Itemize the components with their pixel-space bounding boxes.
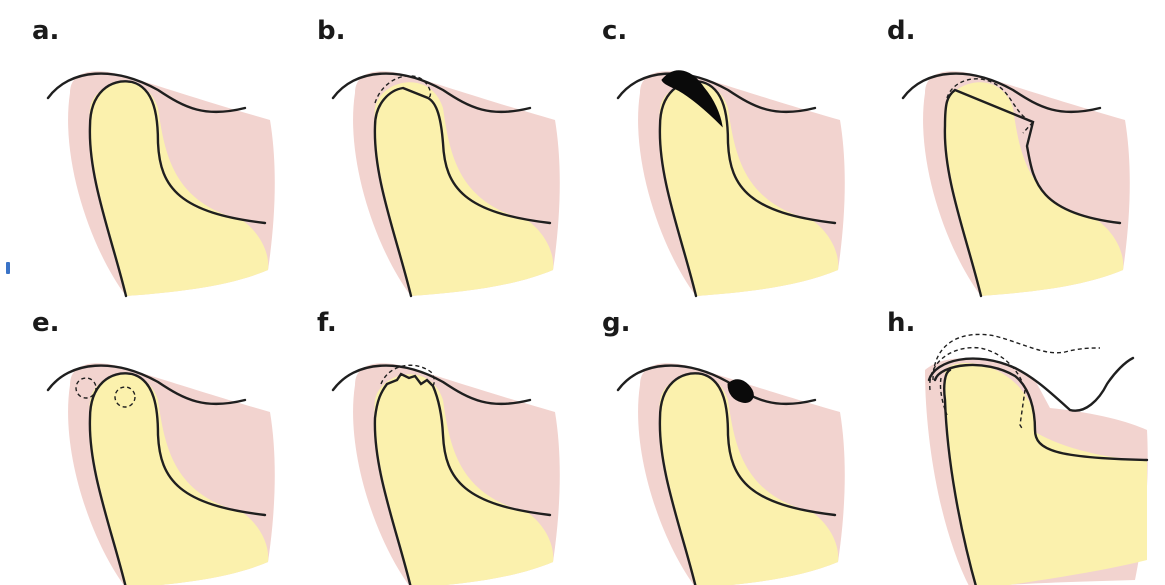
panel-h: h. xyxy=(885,300,1165,585)
diagram-e xyxy=(30,300,310,585)
panel-label-d: d. xyxy=(887,16,916,46)
bone-region xyxy=(945,363,1147,585)
panel-label-g: g. xyxy=(602,308,631,338)
panel-label-c: c. xyxy=(602,16,627,46)
panel-b: b. xyxy=(315,8,595,293)
panel-label-b: b. xyxy=(317,16,346,46)
panel-label-a: a. xyxy=(32,16,59,46)
panel-f: f. xyxy=(315,300,595,585)
diagram-g xyxy=(600,300,880,585)
diagram-h xyxy=(885,300,1165,585)
panel-d: d. xyxy=(885,8,1165,293)
panel-c: c. xyxy=(600,8,880,293)
panel-label-h: h. xyxy=(887,308,915,338)
panel-label-e: e. xyxy=(32,308,60,338)
diagram-a xyxy=(30,8,310,293)
diagram-f xyxy=(315,300,595,585)
panel-label-f: f. xyxy=(317,308,337,338)
diagram-b xyxy=(315,8,595,293)
left-edge-marker xyxy=(6,262,10,274)
diagram-c xyxy=(600,8,880,293)
diagram-d xyxy=(885,8,1165,293)
panel-e: e. xyxy=(30,300,310,585)
panel-g: g. xyxy=(600,300,880,585)
panel-a: a. xyxy=(30,8,310,293)
